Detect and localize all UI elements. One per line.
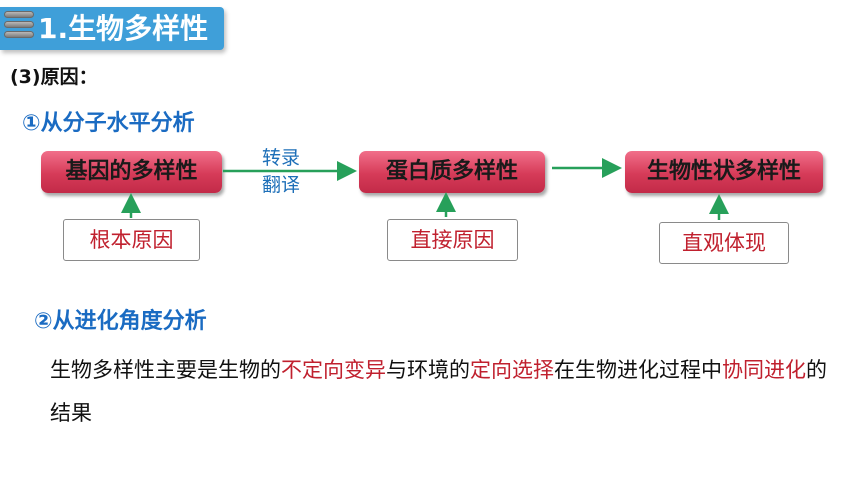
arrow-label-translation: 翻译 (261, 174, 300, 196)
evolution-paragraph: 生物多样性主要是生物的不定向变异与环境的定向选择在生物进化过程中协同进化的结果 (50, 349, 840, 435)
para-highlight-variation: 不定向变异 (281, 358, 386, 382)
cause-visible: 直观体现 (659, 222, 789, 264)
section-title-molecular: ①从分子水平分析 (22, 111, 195, 136)
para-highlight-selection: 定向选择 (470, 358, 554, 382)
binder-ring-icon (4, 21, 34, 28)
arrow-label-transcription: 转录 (261, 147, 300, 169)
cause-root: 根本原因 (63, 219, 200, 261)
para-text: 在生物进化过程中 (554, 358, 722, 382)
para-text: 生物多样性主要是生物的 (50, 358, 281, 382)
para-text: 与环境的 (386, 358, 470, 382)
para-text: 的结果 (50, 358, 827, 425)
page-title: 1.生物多样性 (38, 12, 209, 45)
box-trait-diversity: 生物性状多样性 (625, 151, 823, 193)
subheading: (3)原因： (10, 66, 98, 88)
section-title-evolution: ②从进化角度分析 (34, 309, 207, 334)
binder-ring-icon (4, 31, 34, 38)
cause-direct: 直接原因 (387, 219, 518, 261)
para-highlight-coevolution: 协同进化 (722, 358, 806, 382)
header-tab (0, 7, 224, 50)
box-protein-diversity: 蛋白质多样性 (359, 151, 545, 193)
box-gene-diversity: 基因的多样性 (41, 151, 222, 193)
binder-ring-icon (4, 11, 34, 18)
